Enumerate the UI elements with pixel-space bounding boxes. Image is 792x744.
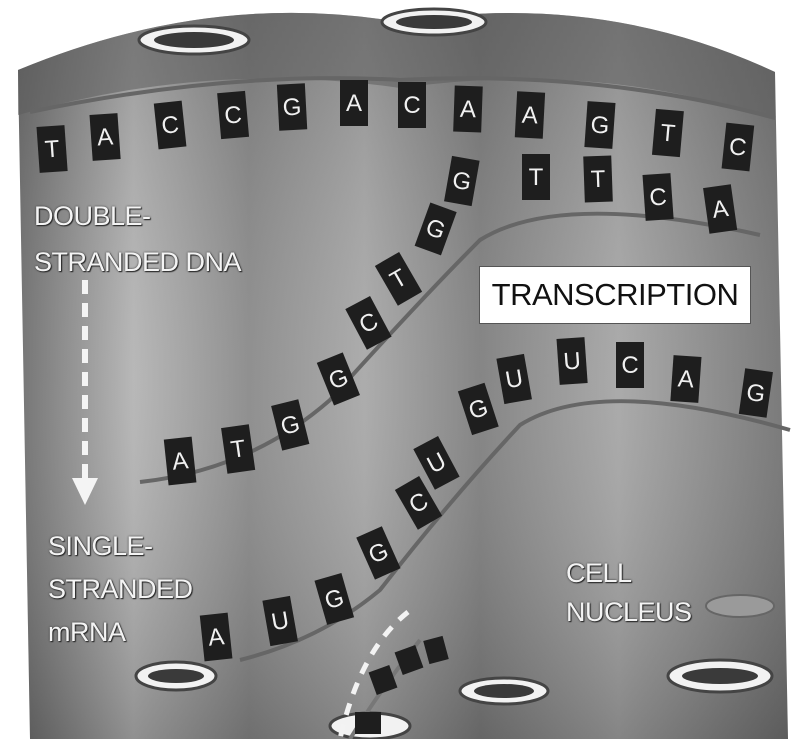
nucleotide-letter: U	[563, 347, 582, 375]
nucleotide-letter: C	[223, 101, 243, 129]
nucleotide-letter: A	[171, 447, 190, 476]
nucleotide-letter: C	[728, 133, 748, 162]
nucleotide-tile: A	[453, 86, 483, 133]
nucleotide-tile: A	[340, 80, 368, 126]
nucleotide-tile: C	[217, 91, 249, 139]
nucleotide-letter: T	[529, 164, 544, 191]
nucleotide-letter: G	[282, 94, 302, 122]
nucleotide-tile: A	[515, 91, 545, 138]
nucleotide-tile: A	[200, 613, 233, 662]
nucleotide-tile: G	[277, 83, 307, 130]
nucleus-label-line1: CELL	[566, 557, 632, 589]
nucleotide-letter: A	[96, 123, 114, 151]
nucleotide-letter: A	[346, 90, 362, 117]
nucleotide-letter: A	[459, 96, 476, 124]
dna-label-line2: STRANDED DNA	[34, 246, 241, 278]
nucleotide-letter: C	[649, 183, 668, 211]
nucleotide-tile: A	[670, 355, 701, 403]
nucleotide-tile: C	[616, 342, 644, 388]
nucleotide-letter: A	[521, 102, 538, 130]
dna-label-line1: DOUBLE-	[34, 200, 151, 232]
nucleotide-tile: A	[89, 113, 120, 161]
mrna-label-line3: mRNA	[48, 616, 126, 648]
nucleotide-tile: C	[398, 82, 426, 128]
nucleotide-letter: A	[207, 623, 226, 652]
nucleotide-tile: T	[583, 156, 613, 203]
mrna-label-line1: SINGLE-	[48, 530, 153, 562]
nucleotide-letter: C	[403, 92, 420, 119]
nucleotide-letter: T	[590, 166, 606, 194]
nucleotide-letter: C	[621, 352, 638, 379]
nucleotide-tile: C	[722, 123, 755, 172]
nucleotide-tile: T	[36, 125, 67, 173]
nucleotide-letter: A	[677, 365, 695, 393]
transcription-label: TRANSCRIPTION	[480, 267, 750, 323]
nucleotide-tile: A	[164, 437, 197, 486]
nucleotide-tile: U	[556, 337, 587, 385]
nucleotide-tile: C	[154, 101, 187, 150]
nucleus-label-line2: NUCLEUS	[566, 596, 692, 628]
nucleotide-letter: G	[745, 379, 767, 408]
nucleotide-letter: G	[590, 111, 611, 139]
nucleotide-tile: C	[642, 173, 673, 221]
nucleotide-letter: T	[659, 119, 676, 147]
nucleotide-tile: T	[522, 154, 550, 200]
nucleotide-tile: G	[584, 101, 615, 149]
nucleotide-letter: T	[44, 135, 61, 163]
nucleotide-letter: C	[160, 111, 180, 140]
mrna-label-line2: STRANDED	[48, 573, 193, 605]
transcription-label-box: TRANSCRIPTION	[479, 266, 751, 324]
nucleotide-tile: T	[652, 109, 684, 157]
